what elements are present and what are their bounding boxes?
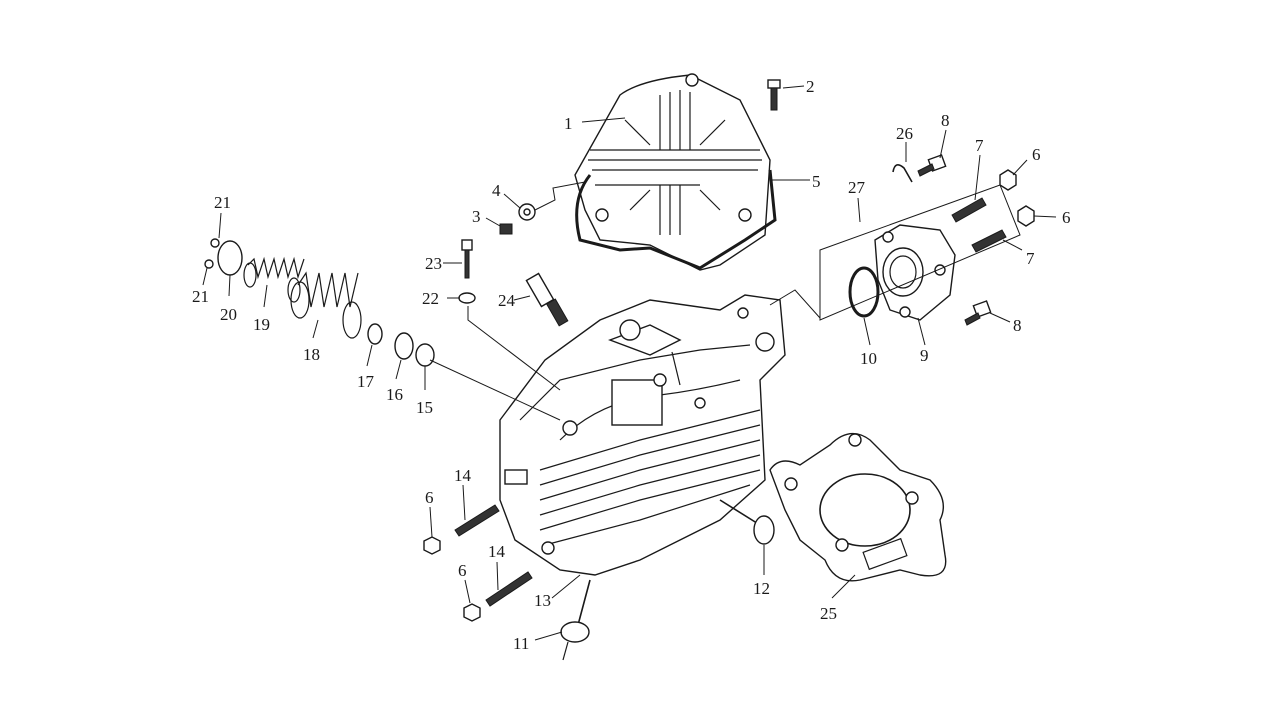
valve-stem-seal bbox=[415, 343, 435, 367]
label-part-6-left-upper: 6 bbox=[425, 488, 434, 507]
leader-lines bbox=[202, 85, 1057, 641]
label-part-12: 12 bbox=[753, 579, 770, 598]
label-part-25: 25 bbox=[820, 604, 837, 623]
stud-upper bbox=[454, 504, 500, 537]
label-part-16: 16 bbox=[386, 385, 403, 404]
part-labels: 1 2 3 4 5 21 21 20 19 18 17 16 15 23 22 … bbox=[192, 77, 1071, 653]
valve-keeper-upper bbox=[210, 238, 220, 248]
intake-stud-upper bbox=[951, 197, 987, 223]
outer-spring bbox=[290, 271, 362, 339]
valve-exhaust bbox=[560, 579, 591, 661]
label-part-11: 11 bbox=[513, 634, 529, 653]
intake-o-ring bbox=[848, 266, 880, 318]
valve-keeper-lower bbox=[204, 259, 214, 269]
intake-bolt-upper bbox=[917, 154, 947, 177]
hose-clip bbox=[892, 164, 913, 183]
intake-assembly-frame bbox=[819, 184, 1021, 321]
valve-intake bbox=[719, 499, 775, 545]
label-part-1: 1 bbox=[564, 114, 573, 133]
cylinder-head bbox=[499, 294, 786, 576]
label-part-18: 18 bbox=[303, 345, 320, 364]
label-part-10: 10 bbox=[860, 349, 877, 368]
label-part-14-lower: 14 bbox=[488, 542, 506, 561]
intake-pipe bbox=[874, 224, 956, 321]
label-part-3: 3 bbox=[472, 207, 481, 226]
label-part-9: 9 bbox=[920, 346, 929, 365]
cover-gasket bbox=[575, 169, 777, 270]
label-part-24: 24 bbox=[498, 291, 516, 310]
spark-plug bbox=[525, 272, 569, 327]
valve-cover bbox=[574, 73, 771, 271]
cover-washer bbox=[518, 203, 536, 221]
label-part-27: 27 bbox=[848, 178, 866, 197]
head-gasket bbox=[769, 432, 947, 582]
nut-lower bbox=[463, 603, 481, 622]
label-part-8-lower: 8 bbox=[1013, 316, 1022, 335]
intake-nut-upper bbox=[999, 169, 1017, 191]
inner-spring bbox=[243, 256, 305, 303]
stud-washer bbox=[458, 292, 476, 304]
label-part-15: 15 bbox=[416, 398, 433, 417]
label-part-17: 17 bbox=[357, 372, 375, 391]
label-part-4: 4 bbox=[492, 181, 501, 200]
stud-bolt bbox=[461, 239, 473, 279]
label-part-22: 22 bbox=[422, 289, 439, 308]
label-part-5: 5 bbox=[812, 172, 821, 191]
label-part-20: 20 bbox=[220, 305, 237, 324]
nut-upper bbox=[423, 536, 441, 555]
spring-seat bbox=[367, 323, 383, 345]
label-part-6-right-lower: 6 bbox=[1062, 208, 1071, 227]
label-part-8-upper: 8 bbox=[941, 111, 950, 130]
label-part-19: 19 bbox=[253, 315, 270, 334]
cover-bolt bbox=[767, 79, 781, 111]
stud-lower bbox=[485, 571, 533, 607]
label-part-6-right-upper: 6 bbox=[1032, 145, 1041, 164]
label-part-14-upper: 14 bbox=[454, 466, 472, 485]
intake-bolt-lower bbox=[964, 300, 992, 326]
label-part-7-lower: 7 bbox=[1026, 249, 1035, 268]
intake-nut-lower bbox=[1017, 205, 1035, 227]
cover-bolt-small bbox=[499, 223, 513, 235]
spring-retainer bbox=[217, 240, 243, 276]
label-part-21-bottom: 21 bbox=[192, 287, 209, 306]
label-part-13: 13 bbox=[534, 591, 551, 610]
intake-stud-lower bbox=[971, 229, 1007, 253]
label-part-2: 2 bbox=[806, 77, 815, 96]
label-part-26: 26 bbox=[896, 124, 913, 143]
valve-stem-seal-washer bbox=[394, 332, 414, 360]
label-part-23: 23 bbox=[425, 254, 442, 273]
label-part-6-left-lower: 6 bbox=[458, 561, 467, 580]
label-part-21-top: 21 bbox=[214, 193, 231, 212]
label-part-7-upper: 7 bbox=[975, 136, 984, 155]
